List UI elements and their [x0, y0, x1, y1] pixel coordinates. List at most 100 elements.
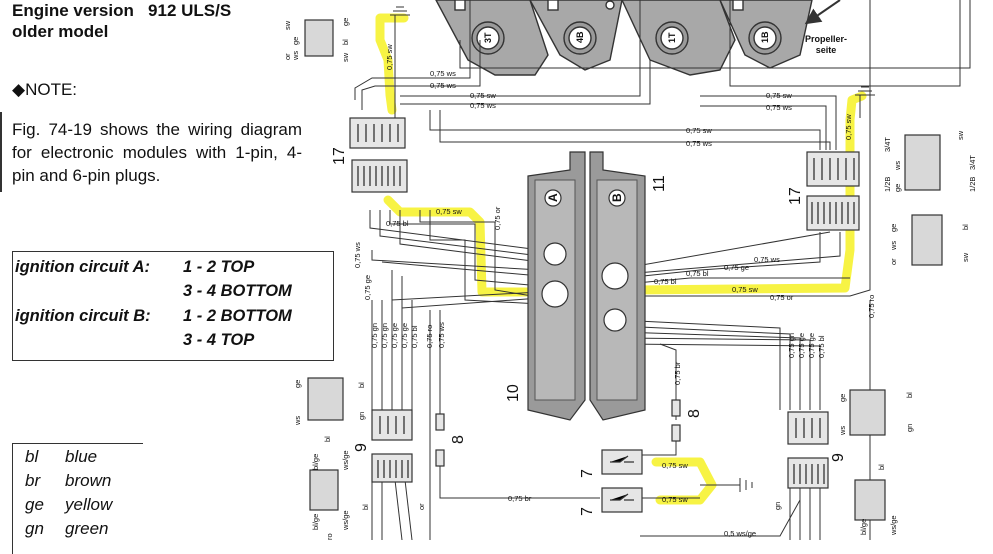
ignition-coils [435, 0, 813, 76]
wire-label: 0,75 sw [662, 461, 688, 470]
pin-label: ge [293, 380, 302, 388]
pin-label: 3/4T [883, 137, 892, 152]
propeller-side-label: Propeller- seite [804, 0, 847, 55]
color-legend: bl blue br brown ge yellow gn green [12, 443, 143, 554]
callout-17-left: 17 [331, 147, 348, 165]
pin-label: or [417, 503, 426, 510]
pin-label: 1/2B [968, 177, 977, 192]
wire-label: 0,75 bl [654, 277, 677, 286]
wire-label: 0,75 ws [686, 139, 712, 148]
callout-7-bottom: 7 [579, 507, 596, 516]
plug-symbols [304, 19, 943, 521]
pin-label: bl/ge [859, 519, 868, 535]
ignition-b-line1: 1 - 2 BOTTOM [183, 307, 292, 325]
plug-right-mid [911, 214, 943, 266]
connectors [349, 117, 860, 513]
wire-label: 0,75 sw [662, 495, 688, 504]
legend-code: br [25, 471, 41, 490]
electronic-module-a [527, 151, 586, 421]
wire-label: 0,75 ge [363, 275, 372, 300]
wire-label: 0,75 ge [390, 323, 399, 348]
connector-17-right-bottom [806, 195, 860, 231]
wire-label: 0,75 br [673, 361, 682, 385]
connector-9-right-bottom [787, 457, 829, 489]
pin-label: gn [773, 502, 782, 510]
heading-line-1: Engine version 912 ULS/S [12, 1, 232, 20]
legend-color-name: brown [65, 471, 112, 490]
wire-label: 0,75 gn [787, 333, 796, 358]
pin-label: ws/ge [341, 510, 350, 531]
wire-label: 0,75 ws [754, 255, 780, 264]
callout-numbers: 17 17 9 9 8 8 7 7 [331, 147, 847, 516]
callout-17-right: 17 [787, 187, 804, 205]
wire-label: 0,75 bl [386, 219, 409, 228]
wire-label: 0,75 gn [380, 323, 389, 348]
wire-label: 0,75 br [508, 494, 532, 503]
wire-label: 0,75 ws [437, 322, 446, 348]
pin-label: sw [283, 20, 292, 30]
connector-9-left-top [371, 409, 413, 441]
electronic-module-b [589, 151, 646, 421]
pin-label: ge [291, 37, 300, 45]
wire-label: 0,75 ws [470, 101, 496, 110]
coil-label: 4B [575, 31, 585, 43]
pin-label: or [889, 258, 898, 265]
pin-label: ge [889, 224, 898, 232]
highlight-wire-left [375, 13, 409, 115]
pin-label: ws [293, 416, 302, 426]
wire-label: 0,75 bl [410, 325, 419, 348]
coil-label: 1B [760, 31, 770, 43]
wire-label: 0,75 or [493, 206, 502, 230]
connector-7-top [601, 449, 643, 475]
pin-label: bl [361, 504, 370, 510]
module-a-number: 10 [505, 384, 522, 402]
callout-8-right: 8 [686, 409, 703, 418]
pin-label: bl/ge [311, 514, 320, 530]
wire-label: 0,75 sw [766, 91, 792, 100]
legend-color-name: blue [65, 447, 98, 466]
wire-labels: 0,75 ws 0,75 ws 0,75 sw 0,75 ws 0,75 sw … [353, 44, 876, 538]
coil-label: 3T [483, 32, 493, 43]
pin-label: bl/ge [311, 454, 320, 470]
pin-label: gn [357, 412, 366, 420]
module-b-number: 11 [651, 175, 668, 192]
legend-color-name: green [65, 519, 109, 538]
legend-item: br brown [25, 471, 111, 491]
pin-label: bl [357, 382, 366, 388]
plug-left-bottom [309, 469, 339, 511]
wire-label: 0,75 sw [470, 91, 496, 100]
connector-9-left-bottom [371, 453, 413, 483]
pin-label: 3/4T [968, 155, 977, 170]
plug-right-lower [854, 479, 886, 521]
pin-label: bl [877, 464, 886, 470]
connector-8-right-b [671, 424, 681, 442]
wire-label: 0,75 ge [724, 263, 749, 272]
highlighted-ground-wires [375, 13, 867, 505]
wire-label: 0,75 ge [400, 323, 409, 348]
wire-label: 0,75 sw [385, 44, 394, 70]
coil-label: 1T [667, 32, 677, 43]
wire-label: 0,75 ge [807, 333, 816, 358]
module-a-label: A [546, 193, 560, 202]
pin-label: gn [905, 424, 914, 432]
wire-label: 0,75 ws [430, 81, 456, 90]
svg-text:seite: seite [816, 45, 837, 55]
plug-right-bottom [849, 389, 886, 436]
pin-label: sw [961, 252, 970, 262]
page-heading: Engine version 912 ULS/S older model [12, 0, 231, 42]
connector-8-left-b [435, 449, 445, 467]
pin-label: ws [893, 161, 902, 171]
pin-label: or [283, 53, 292, 60]
wire-label: 0,75 bl [686, 269, 709, 278]
pin-labels: sw ge or ws ge bl sw 3/4T 1/2B ws ge sw … [283, 18, 977, 540]
module-labels: A B 10 11 [505, 175, 668, 402]
wire-label: 0,75 ge [797, 333, 806, 358]
heading-line-2: older model [12, 22, 109, 41]
callout-9-left: 9 [353, 443, 370, 452]
wire-label: 0,75 ws [353, 242, 362, 268]
wire-label: 0,75 ws [766, 103, 792, 112]
pin-label: bl [341, 39, 350, 45]
pin-label: bl [905, 392, 914, 398]
connector-17-right-top [806, 151, 860, 187]
wire-label: 0,75 sw [686, 126, 712, 135]
